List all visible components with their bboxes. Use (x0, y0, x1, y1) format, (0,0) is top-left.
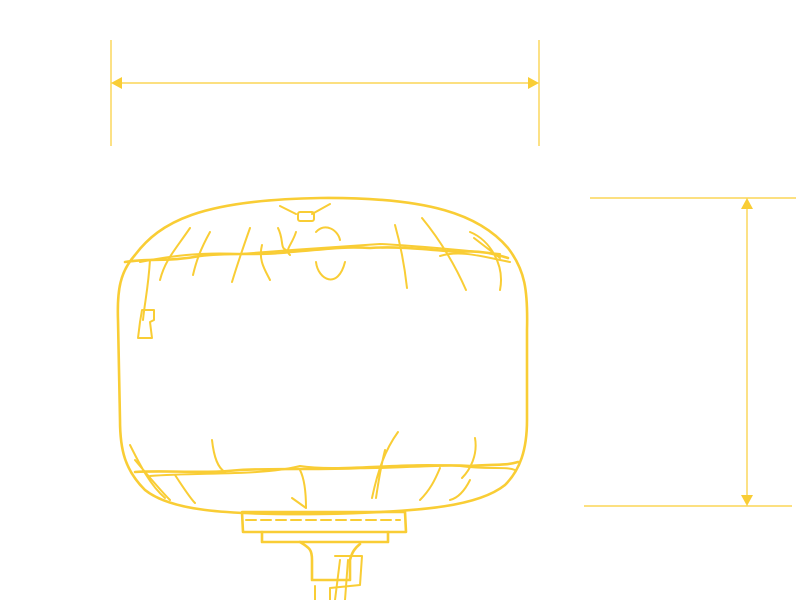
top-folds (142, 203, 502, 321)
height-arrow-top-icon (741, 198, 753, 209)
width-arrow-left-icon (111, 77, 122, 89)
upper-seam-2 (139, 243, 511, 263)
base-mount (240, 510, 408, 600)
top-knob (297, 211, 315, 222)
width-arrow-right-icon (528, 77, 539, 89)
dimension-lines (110, 40, 796, 507)
bottom-folds (129, 431, 477, 509)
lamp-outline (116, 196, 529, 516)
height-arrow-bottom-icon (741, 495, 753, 506)
side-clip (137, 309, 155, 339)
lamp-sketch (116, 196, 529, 600)
lower-seam-2 (149, 464, 516, 477)
upper-seam (123, 246, 510, 264)
